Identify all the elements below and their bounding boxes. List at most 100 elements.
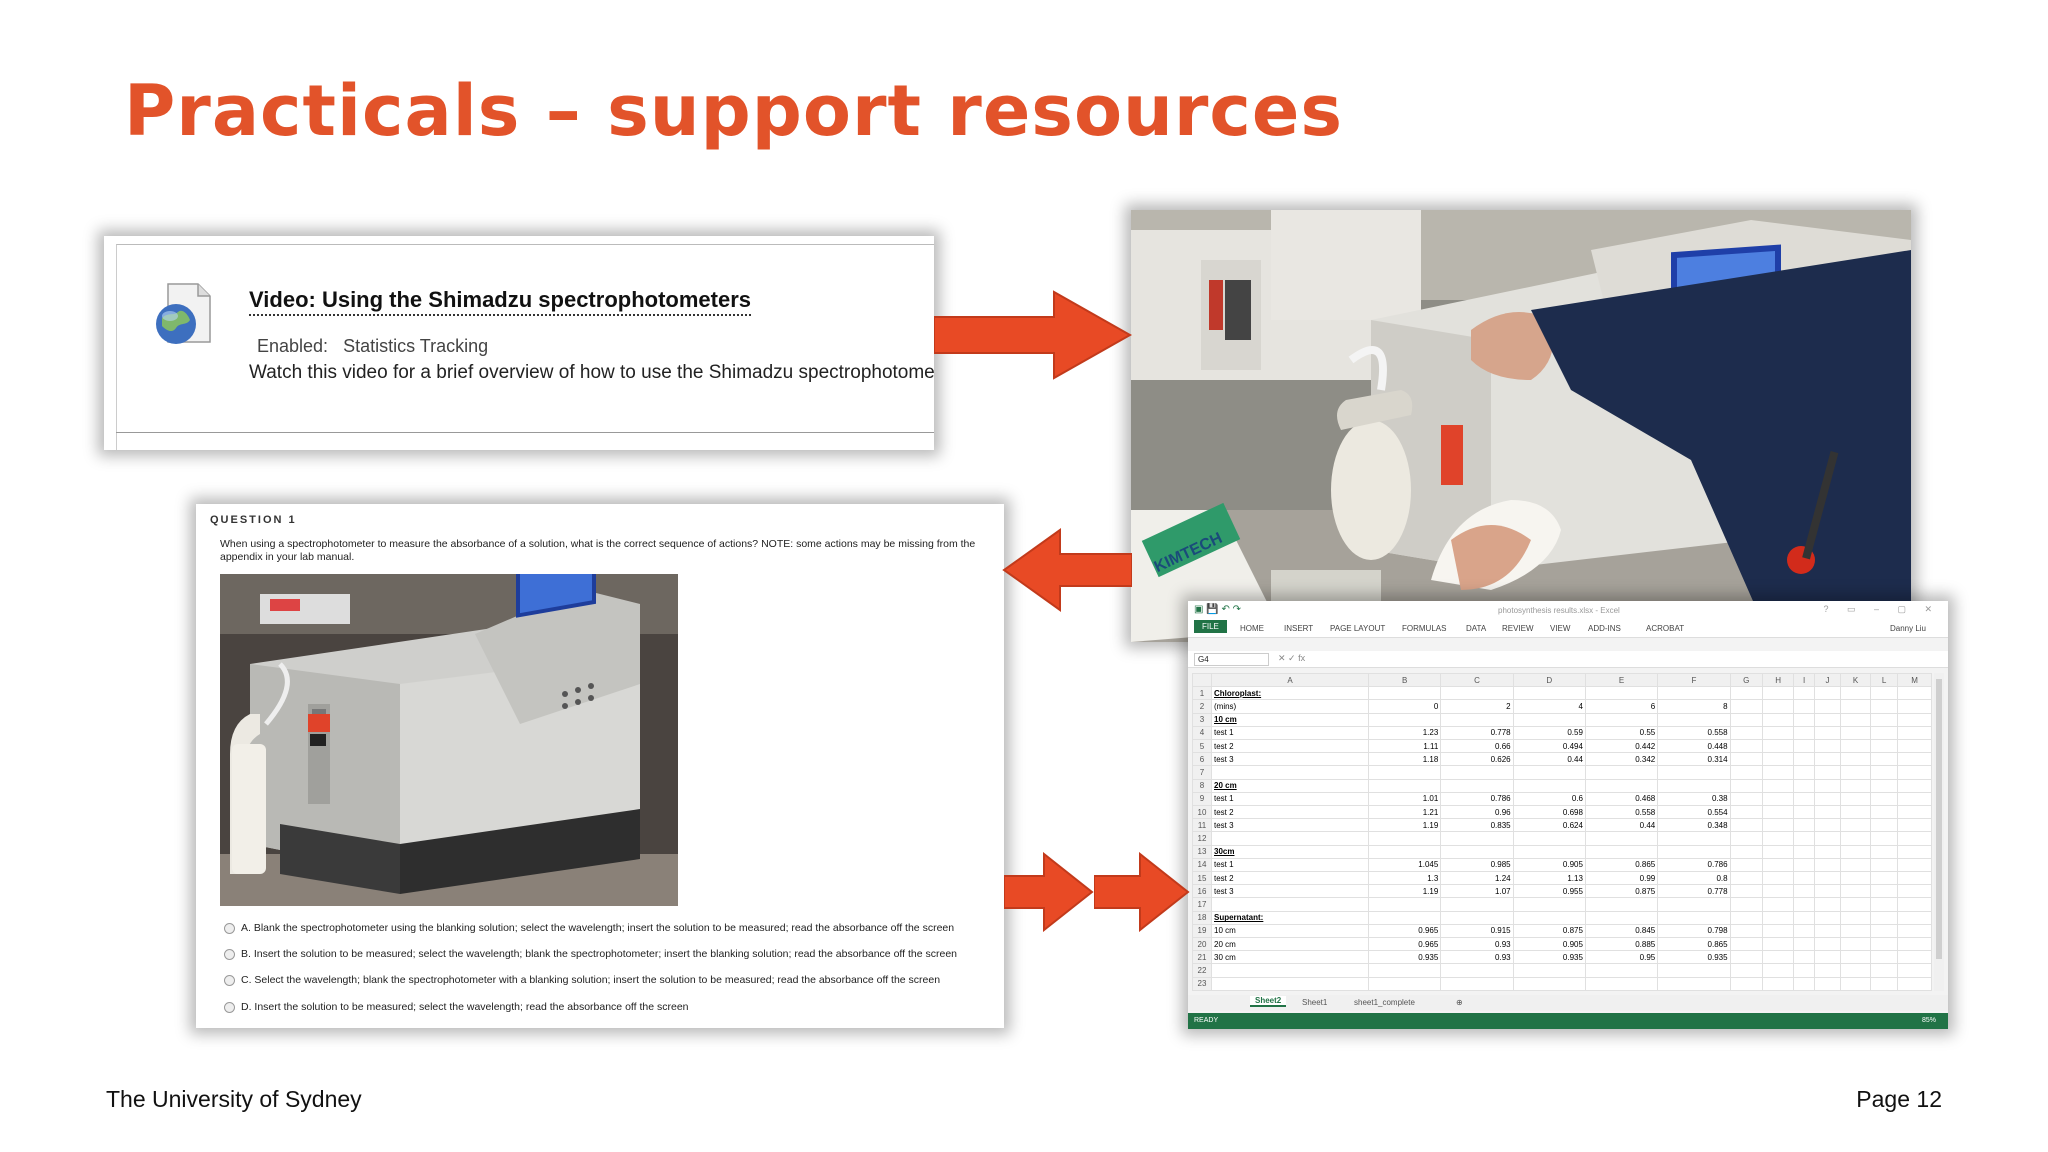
tab-review[interactable]: REVIEW bbox=[1502, 624, 1534, 633]
cell[interactable] bbox=[1584, 910, 1659, 925]
cell[interactable] bbox=[1440, 831, 1514, 846]
cell[interactable]: test 3 bbox=[1211, 818, 1369, 833]
cell[interactable] bbox=[1869, 976, 1899, 992]
cell[interactable]: 0.8 bbox=[1657, 871, 1731, 886]
cell[interactable] bbox=[1897, 844, 1932, 859]
cell[interactable] bbox=[1897, 712, 1932, 727]
cell[interactable] bbox=[1729, 871, 1764, 886]
cell[interactable] bbox=[1762, 937, 1795, 952]
cell[interactable] bbox=[1762, 739, 1795, 754]
cell[interactable]: 0.442 bbox=[1584, 739, 1659, 754]
cell[interactable] bbox=[1657, 686, 1731, 701]
cell[interactable] bbox=[1367, 778, 1442, 793]
cell[interactable]: test 2 bbox=[1211, 871, 1369, 886]
cell[interactable] bbox=[1840, 884, 1871, 899]
cell[interactable] bbox=[1512, 963, 1586, 978]
cell[interactable] bbox=[1840, 699, 1871, 714]
cell[interactable] bbox=[1814, 818, 1842, 833]
window-controls[interactable]: ? ▭ – ▢ ✕ bbox=[1823, 604, 1940, 614]
cell[interactable] bbox=[1897, 963, 1932, 978]
cell[interactable]: 0.935 bbox=[1367, 950, 1442, 965]
cell[interactable] bbox=[1793, 844, 1816, 859]
cell[interactable] bbox=[1512, 778, 1586, 793]
cell[interactable] bbox=[1869, 923, 1899, 939]
cell[interactable] bbox=[1762, 725, 1795, 741]
row-header[interactable]: 2 bbox=[1192, 699, 1212, 714]
cell[interactable] bbox=[1440, 712, 1514, 727]
cell[interactable] bbox=[1897, 725, 1932, 741]
cell[interactable]: 0.778 bbox=[1440, 725, 1514, 741]
cell[interactable] bbox=[1793, 871, 1816, 886]
cell[interactable] bbox=[1814, 857, 1842, 873]
cell[interactable]: 0.935 bbox=[1657, 950, 1731, 965]
cell[interactable]: 0 bbox=[1367, 699, 1442, 714]
cell[interactable] bbox=[1869, 818, 1899, 833]
cell[interactable] bbox=[1814, 752, 1842, 767]
cell[interactable] bbox=[1897, 910, 1932, 925]
cell[interactable] bbox=[1814, 765, 1842, 780]
row-header[interactable]: 13 bbox=[1192, 844, 1212, 859]
cell[interactable] bbox=[1793, 976, 1816, 992]
cell[interactable]: 0.468 bbox=[1584, 791, 1659, 807]
cell[interactable] bbox=[1814, 937, 1842, 952]
cell[interactable] bbox=[1869, 950, 1899, 965]
cell[interactable] bbox=[1793, 884, 1816, 899]
row-header[interactable]: 18 bbox=[1192, 910, 1212, 925]
cell[interactable] bbox=[1869, 778, 1899, 793]
column-header[interactable]: H bbox=[1762, 672, 1795, 688]
cell[interactable]: test 3 bbox=[1211, 752, 1369, 767]
cell[interactable] bbox=[1869, 739, 1899, 754]
cell[interactable] bbox=[1584, 976, 1659, 992]
cell[interactable] bbox=[1512, 686, 1586, 701]
cell[interactable] bbox=[1793, 739, 1816, 754]
cell[interactable] bbox=[1840, 871, 1871, 886]
cell[interactable]: 0.448 bbox=[1657, 739, 1731, 754]
row-header[interactable]: 20 bbox=[1192, 937, 1212, 952]
cell[interactable]: 0.6 bbox=[1512, 791, 1586, 807]
cell[interactable] bbox=[1793, 937, 1816, 952]
cell[interactable]: 30cm bbox=[1211, 844, 1369, 859]
cell[interactable]: 0.66 bbox=[1440, 739, 1514, 754]
cell[interactable] bbox=[1367, 765, 1442, 780]
cell[interactable] bbox=[1584, 765, 1659, 780]
cell[interactable] bbox=[1729, 950, 1764, 965]
cell[interactable]: 1.19 bbox=[1367, 818, 1442, 833]
cell[interactable] bbox=[1512, 897, 1586, 912]
cell[interactable] bbox=[1729, 686, 1764, 701]
cell[interactable]: 1.11 bbox=[1367, 739, 1442, 754]
user-name[interactable]: Danny Liu bbox=[1889, 624, 1926, 633]
cell[interactable] bbox=[1729, 739, 1764, 754]
cell[interactable] bbox=[1793, 765, 1816, 780]
cell[interactable] bbox=[1584, 897, 1659, 912]
cell[interactable]: 1.07 bbox=[1440, 884, 1514, 899]
cell[interactable]: 1.3 bbox=[1367, 871, 1442, 886]
cell[interactable]: 0.875 bbox=[1512, 923, 1586, 939]
cell[interactable] bbox=[1729, 897, 1764, 912]
cell[interactable] bbox=[1793, 699, 1816, 714]
cell[interactable]: 0.905 bbox=[1512, 857, 1586, 873]
sheet-tab-sheet2[interactable]: Sheet2 bbox=[1250, 996, 1287, 1007]
cell[interactable] bbox=[1762, 950, 1795, 965]
cell[interactable] bbox=[1440, 686, 1514, 701]
cell[interactable] bbox=[1869, 844, 1899, 859]
cell[interactable] bbox=[1814, 712, 1842, 727]
cell[interactable] bbox=[1897, 857, 1932, 873]
cell[interactable] bbox=[1367, 910, 1442, 925]
tab-home[interactable]: HOME bbox=[1240, 624, 1264, 633]
cell[interactable] bbox=[1440, 778, 1514, 793]
cell[interactable]: 0.778 bbox=[1657, 884, 1731, 899]
tab-page-layout[interactable]: PAGE LAYOUT bbox=[1330, 624, 1386, 633]
cell[interactable] bbox=[1869, 871, 1899, 886]
cell[interactable] bbox=[1729, 791, 1764, 807]
add-sheet-icon[interactable]: ⊕ bbox=[1456, 998, 1463, 1007]
cell[interactable] bbox=[1793, 831, 1816, 846]
cell[interactable]: 1.045 bbox=[1367, 857, 1442, 873]
column-header[interactable]: K bbox=[1840, 672, 1871, 688]
cell[interactable] bbox=[1762, 857, 1795, 873]
cell[interactable] bbox=[1793, 725, 1816, 741]
cell[interactable]: 0.93 bbox=[1440, 950, 1514, 965]
cell[interactable] bbox=[1814, 778, 1842, 793]
cell[interactable] bbox=[1840, 791, 1871, 807]
cell[interactable]: 20 cm bbox=[1211, 778, 1369, 793]
